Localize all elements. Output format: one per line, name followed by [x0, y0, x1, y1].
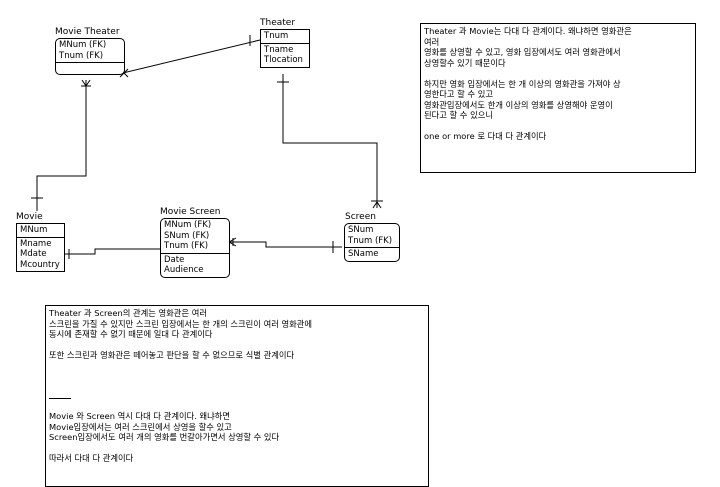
note-blank-line [49, 382, 425, 393]
note-blank-line [49, 361, 425, 372]
key-attribute: SNum [348, 225, 374, 235]
attribute: Mname [20, 238, 52, 249]
note-line: 하지만 영화 입장에서는 한 개 이상의 영화관을 가져야 상 [424, 78, 621, 89]
entity-movie-screen[interactable]: MNum (FK) SNum (FK) Tnum (FK) Date Audie… [160, 218, 230, 278]
note-line: 동시에 존재할 수 없기 때문에 일대 다 관계이다 [49, 329, 213, 339]
key-attribute: MNum [20, 225, 48, 235]
note-separator [49, 398, 71, 399]
note-line: 상영할수 있기 때문이다 [424, 57, 506, 68]
attribute-section: Mname Mdate Mcountry [17, 236, 64, 272]
note-line: Screen입장에서도 여러 개의 영화를 번갈아가면서 상영할 수 있다 [49, 432, 280, 442]
note-line: 영화관입장에서도 한개 이상의 영화를 상영해야 운영이 [424, 99, 613, 110]
note-line: Theater 과 Movie는 다대 다 관계이다. 왜냐하면 영화관은 [424, 26, 632, 36]
note-blank-line [49, 340, 425, 351]
note-blank-line [49, 371, 425, 382]
note-line: 된다고 할 수 있으니 [424, 110, 493, 120]
attribute: Audience [164, 265, 204, 275]
relationship-movie-moviescreen [63, 248, 160, 259]
entity-title-movie-theater: Movie Theater [55, 27, 120, 37]
note-line: 영화를 상영할 수 있고, 영화 입장에서도 여러 영화관에서 [424, 47, 621, 57]
attribute: Mdate [20, 249, 47, 259]
entity-movie-theater[interactable]: MNum (FK) Tnum (FK) [55, 38, 125, 75]
note-blank-line [424, 68, 692, 79]
key-section: MNum [17, 224, 64, 237]
entity-theater[interactable]: Tnum Tname Tlocation [260, 29, 310, 68]
note-line: Theater 과 Screen의 관계는 영화관은 여러 [49, 308, 207, 318]
attribute: Mcountry [20, 259, 60, 270]
key-attribute: Tnum [264, 31, 289, 41]
entity-title-theater: Theater [260, 18, 296, 28]
note-blank-line [424, 121, 692, 132]
attribute-section: SName [345, 247, 399, 261]
key-section: SNum Tnum (FK) [345, 224, 399, 247]
note-line: one or more 로 다대 다 관계이다 [424, 131, 547, 141]
relationship-screen-moviescreen [228, 237, 342, 253]
note-theater-movie[interactable]: Theater 과 Movie는 다대 다 관계이다. 왜냐하면 영화관은 여러… [420, 23, 696, 173]
attribute: SName [348, 249, 379, 259]
key-attribute: MNum (FK) [59, 40, 107, 50]
key-section: MNum (FK) SNum (FK) Tnum (FK) [161, 219, 229, 253]
note-line: 영한다고 할 수 있고 [424, 89, 493, 99]
relationship-movie-movietheater [31, 79, 91, 211]
attribute: Date [164, 254, 185, 265]
attribute-section: Date Audience [161, 252, 229, 277]
relationship-theater-screen [277, 74, 383, 209]
note-blank-line [49, 443, 425, 454]
attribute: Tname [264, 44, 294, 55]
entity-title-movie: Movie [16, 212, 43, 222]
note-line: 스크린을 가질 수 있지만 스크린 입장에서는 한 개의 스크린이 여러 영화관… [49, 318, 313, 329]
attribute: Tlocation [264, 55, 303, 65]
key-section: Tnum [261, 30, 309, 43]
note-line: Movie 와 Screen 역시 다대 다 관계이다. 왜냐하면 [49, 411, 231, 421]
attribute-section [56, 62, 124, 74]
key-attribute: SNum (FK) [164, 230, 210, 241]
entity-title-screen: Screen [345, 212, 376, 222]
key-attribute: Tnum (FK) [164, 241, 209, 251]
entity-title-movie-screen: Movie Screen [160, 207, 221, 217]
relationship-theater-movietheater [119, 35, 261, 78]
note-line: 여러 [424, 36, 440, 47]
attribute-section: Tname Tlocation [261, 42, 309, 67]
key-attribute: MNum (FK) [164, 220, 212, 230]
key-attribute: Tnum (FK) [59, 50, 104, 61]
note-line: Movie입장에서는 여러 스크린에서 상영을 할수 있고 [49, 421, 232, 432]
key-section: MNum (FK) Tnum (FK) [56, 39, 124, 62]
entity-screen[interactable]: SNum Tnum (FK) SName [344, 223, 400, 262]
note-line: 따라서 다대 다 관계이다 [49, 453, 134, 463]
key-attribute: Tnum (FK) [348, 235, 393, 246]
note-line: 또한 스크린과 영화관은 떼어놓고 판단을 할 수 없으므로 식별 관계이다 [49, 350, 295, 360]
note-theater-screen[interactable]: Theater 과 Screen의 관계는 영화관은 여러 스크린을 가질 수 … [45, 305, 429, 487]
entity-movie[interactable]: MNum Mname Mdate Mcountry [16, 223, 65, 272]
